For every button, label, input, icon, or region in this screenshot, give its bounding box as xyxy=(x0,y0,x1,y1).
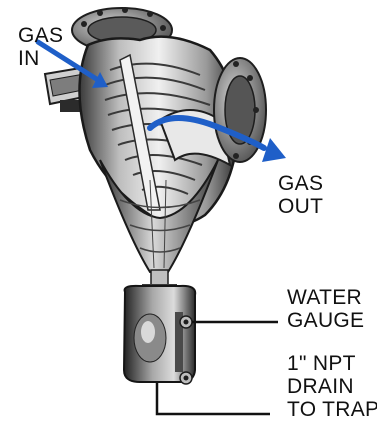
drain-label: 1" NPT DRAIN TO TRAP xyxy=(287,352,377,421)
drain-fitting xyxy=(180,372,192,384)
gas-in-label: GAS IN xyxy=(18,24,63,70)
separator-upper-body xyxy=(79,37,238,225)
water-gauge-label: WATER GAUGE xyxy=(287,286,364,332)
gas-out-label: GAS OUT xyxy=(278,172,323,218)
drain-pot xyxy=(124,286,195,382)
drain-leader-line xyxy=(157,383,270,414)
